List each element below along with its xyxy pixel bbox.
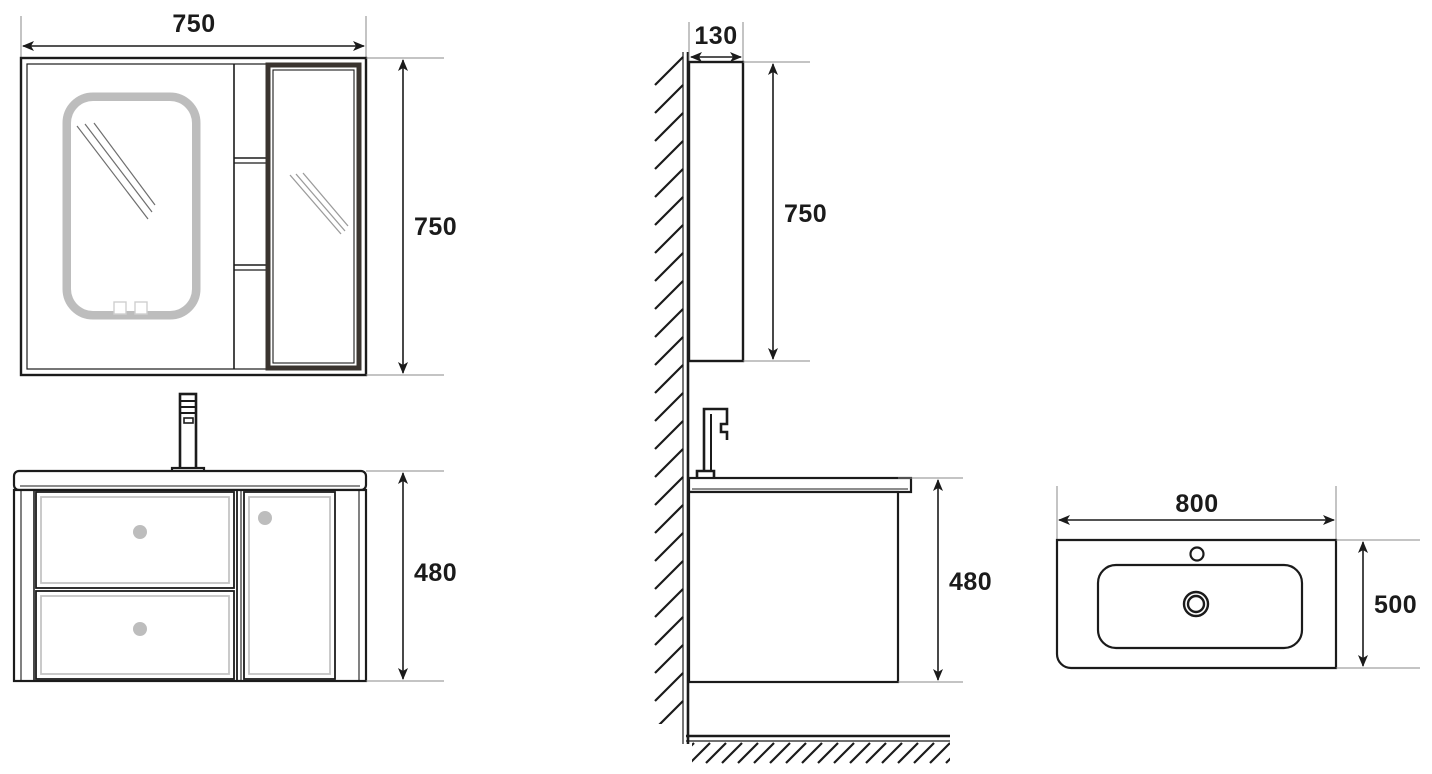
wall-hatching <box>654 56 684 724</box>
mirror-cabinet-side-section <box>687 60 745 363</box>
vanity-side-door[interactable] <box>243 491 336 680</box>
dim-label-mirror-height-side: 750 <box>784 200 827 228</box>
drawer-upper-inset <box>40 496 230 584</box>
dim-basin-depth: 500 <box>1336 539 1420 669</box>
drawer-lower-knob[interactable] <box>133 622 147 636</box>
faucet-front <box>170 392 206 477</box>
side-door-knob[interactable] <box>258 511 272 525</box>
vanity-front-view: 480 <box>12 392 457 683</box>
dim-label-cabinet-depth: 130 <box>694 22 737 50</box>
faucet-body <box>178 392 198 474</box>
dim-label-mirror-height: 750 <box>414 213 457 241</box>
faucet-side-base <box>695 469 716 477</box>
vanity-cabinet-side-section <box>687 490 900 684</box>
drawer-lower-inset <box>40 595 230 675</box>
dim-vanity-height-side: 480 <box>898 477 992 683</box>
dim-mirror-height: 750 <box>366 57 457 376</box>
led-touch-button-left[interactable] <box>113 301 127 315</box>
vanity-drawer-lower[interactable] <box>35 590 235 680</box>
led-mirror-glow-border <box>62 92 201 320</box>
dim-basin-width: 800 <box>1056 486 1337 540</box>
wall <box>654 52 690 744</box>
led-mirror[interactable] <box>62 92 201 320</box>
floor <box>686 734 950 764</box>
drawer-upper-knob[interactable] <box>133 525 147 539</box>
faucet-side-profile <box>702 407 729 477</box>
dim-mirror-width: 750 <box>20 10 367 58</box>
led-mirror-glass <box>71 101 192 311</box>
faucet-side <box>695 407 729 477</box>
dim-mirror-height-side: 750 <box>743 61 827 362</box>
mirror-cabinet-front-view: 750 <box>19 10 457 377</box>
vanity-drawer-upper[interactable] <box>35 491 235 589</box>
basin-drain-inner-ring <box>1186 594 1206 614</box>
side-section-views: 130 750 480 <box>654 22 992 764</box>
faucet-lever <box>183 417 194 424</box>
dim-cabinet-depth: 130 <box>688 22 744 62</box>
floor-hatching <box>692 742 950 764</box>
glass-reflection-lines <box>289 172 349 235</box>
glass-door-pane <box>272 69 355 364</box>
vanity-countertop-side <box>687 476 913 494</box>
basin-faucet-hole <box>1189 546 1205 562</box>
dim-label-basin-depth: 500 <box>1374 591 1417 619</box>
mirror-cabinet-glass-door[interactable] <box>265 62 362 371</box>
dim-label-basin-width: 800 <box>1175 490 1218 518</box>
dim-vanity-height-front: 480 <box>366 470 457 682</box>
dim-label-mirror-width: 750 <box>172 10 215 38</box>
side-door-inset <box>248 496 331 675</box>
led-touch-button-right[interactable] <box>134 301 148 315</box>
dim-label-vanity-height-front: 480 <box>414 559 457 587</box>
countertop-slab <box>12 469 368 492</box>
mirror-reflection-lines <box>76 122 156 220</box>
vanity-countertop <box>12 469 368 492</box>
basin-top-view: 800 500 <box>1055 486 1420 670</box>
dim-label-vanity-height-side: 480 <box>949 568 992 596</box>
